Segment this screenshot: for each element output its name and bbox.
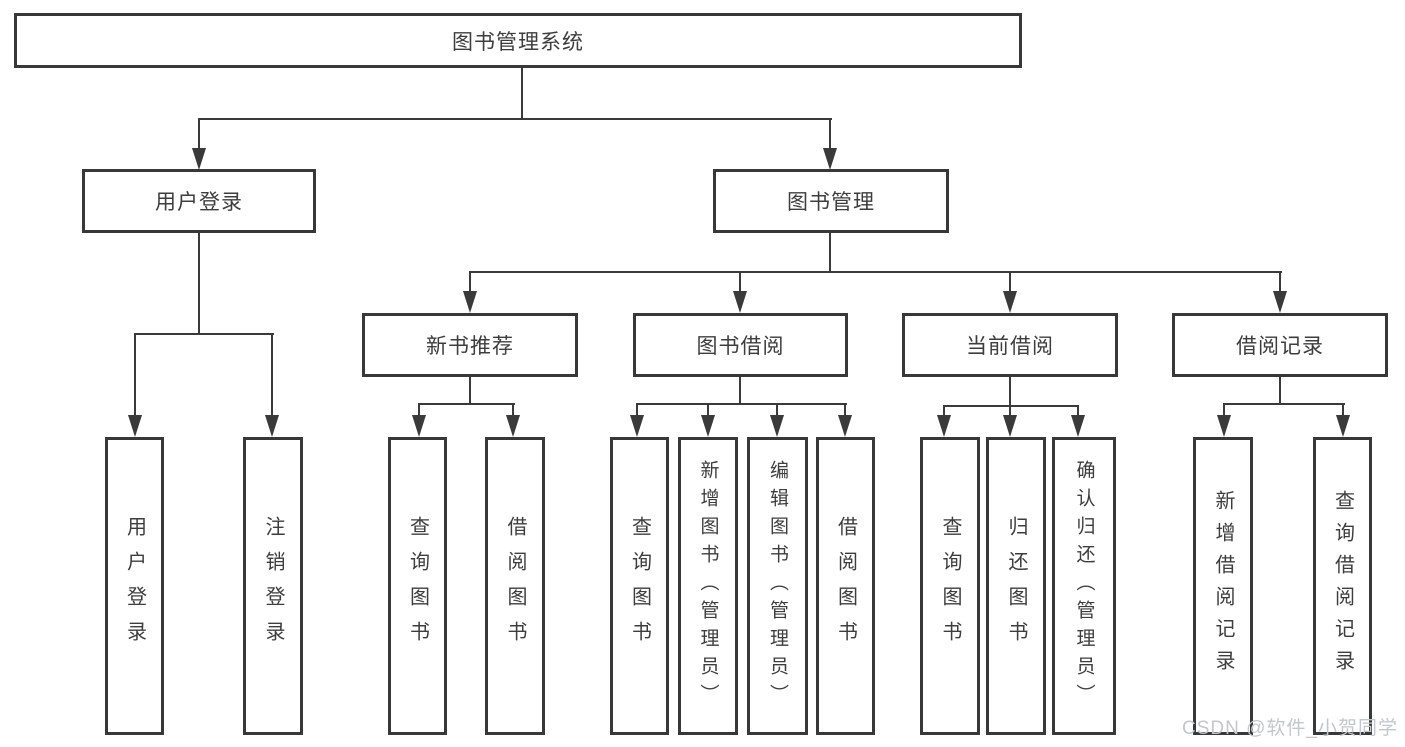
node-label: 借阅图书 <box>504 516 526 656</box>
connector-arrow-stem <box>636 403 638 417</box>
arrow-down-icon <box>1003 415 1017 437</box>
connector-horizontal-line <box>198 118 832 120</box>
arrow-down-icon <box>1071 415 1085 437</box>
connector-horizontal-line <box>134 333 274 335</box>
csdn-watermark: CSDN @软件_小贺同学 <box>1182 718 1398 739</box>
arrow-down-icon <box>770 415 784 437</box>
arrow-down-icon <box>506 415 520 437</box>
arrow-down-icon <box>733 291 747 313</box>
node-leaf-borrow-books-borrowing: 借阅图书 <box>816 437 875 735</box>
arrow-down-icon <box>630 415 644 437</box>
connector-horizontal-line <box>636 403 847 405</box>
node-new-book-recommendation: 新书推荐 <box>362 313 578 377</box>
connector-arrow-stem <box>512 403 514 417</box>
node-label: 借阅图书 <box>834 516 857 656</box>
connector-arrow-stem <box>469 271 471 293</box>
node-user-login: 用户登录 <box>82 169 316 233</box>
arrow-down-icon <box>1003 291 1017 313</box>
connector-arrow-stem <box>1077 405 1079 417</box>
connector-arrow-stem <box>844 403 846 417</box>
arrow-down-icon <box>412 415 426 437</box>
connector-arrow-stem <box>739 271 741 293</box>
node-leaf-borrow-books-recommend: 借阅图书 <box>485 437 545 735</box>
connector-arrow-stem <box>1223 403 1225 417</box>
connector-vertical-line <box>1009 375 1011 407</box>
connector-vertical-line <box>829 231 831 273</box>
connector-vertical-line <box>521 66 523 120</box>
connector-arrow-stem <box>707 403 709 417</box>
connector-vertical-line <box>1279 375 1281 405</box>
arrow-down-icon <box>463 291 477 313</box>
connector-arrow-stem <box>829 118 831 150</box>
node-borrowing-records: 借阅记录 <box>1172 313 1388 377</box>
arrow-down-icon <box>838 415 852 437</box>
node-label: 新增图书（管理员） <box>697 460 719 712</box>
node-leaf-confirm-return-admin: 确认归还（管理员） <box>1052 437 1116 735</box>
node-leaf-add-borrow-record: 新增借阅记录 <box>1193 437 1253 735</box>
connector-horizontal-line <box>1223 403 1345 405</box>
node-current-borrowing: 当前借阅 <box>902 313 1118 377</box>
node-leaf-edit-book-admin: 编辑图书（管理员） <box>747 437 808 735</box>
connector-arrow-stem <box>1279 271 1281 293</box>
connector-arrow-stem <box>1342 403 1344 417</box>
node-label: 借阅记录 <box>1236 335 1324 358</box>
node-label: 图书借阅 <box>696 335 785 358</box>
node-leaf-return-book: 归还图书 <box>986 437 1046 735</box>
arrow-down-icon <box>823 148 837 170</box>
node-label: 查询图书 <box>406 516 429 656</box>
connector-arrow-stem <box>943 405 945 417</box>
arrow-down-icon <box>701 415 715 437</box>
arrow-down-icon <box>192 148 206 170</box>
node-leaf-query-borrow-record: 查询借阅记录 <box>1313 437 1372 735</box>
node-label: 编辑图书（管理员） <box>767 460 788 712</box>
arrow-down-icon <box>937 415 951 437</box>
node-book-borrowing: 图书借阅 <box>633 313 848 377</box>
node-label: 查询图书 <box>628 516 651 656</box>
connector-arrow-stem <box>198 118 200 150</box>
node-leaf-query-books-current: 查询图书 <box>920 437 980 735</box>
arrow-down-icon <box>1273 291 1287 313</box>
node-label: 图书管理系统 <box>452 30 584 54</box>
connector-arrow-stem <box>418 403 420 417</box>
connector-vertical-line <box>198 231 200 335</box>
connector-arrow-stem <box>271 333 273 417</box>
node-label: 确认归还（管理员） <box>1073 460 1095 712</box>
node-leaf-query-books-recommend: 查询图书 <box>388 437 447 735</box>
node-label: 用户登录 <box>155 191 243 214</box>
connector-horizontal-line <box>418 403 515 405</box>
node-label: 新增借阅记录 <box>1212 490 1234 682</box>
node-label: 注销登录 <box>262 516 284 656</box>
node-leaf-add-book-admin: 新增图书（管理员） <box>678 437 738 735</box>
connector-vertical-line <box>739 375 741 405</box>
node-label: 用户登录 <box>123 516 146 656</box>
node-label: 查询图书 <box>939 516 961 656</box>
node-book-management: 图书管理 <box>713 169 949 233</box>
node-label: 新书推荐 <box>426 335 514 358</box>
connector-vertical-line <box>469 375 471 405</box>
node-leaf-user-login: 用户登录 <box>105 437 164 735</box>
arrow-down-icon <box>265 415 279 437</box>
node-leaf-logout: 注销登录 <box>243 437 303 735</box>
node-label: 查询借阅记录 <box>1331 490 1354 682</box>
node-label: 当前借阅 <box>966 335 1054 358</box>
node-label: 图书管理 <box>787 191 875 214</box>
connector-arrow-stem <box>776 403 778 417</box>
node-leaf-query-books-borrowing: 查询图书 <box>610 437 669 735</box>
node-library-management-system: 图书管理系统 <box>14 13 1022 68</box>
connector-horizontal-line <box>469 271 1282 273</box>
node-label: 归还图书 <box>1005 516 1027 656</box>
connector-arrow-stem <box>134 333 136 417</box>
arrow-down-icon <box>1217 415 1231 437</box>
connector-arrow-stem <box>1009 405 1011 417</box>
arrow-down-icon <box>128 415 142 437</box>
connector-arrow-stem <box>1009 271 1011 293</box>
connector-horizontal-line <box>943 405 1079 407</box>
arrow-down-icon <box>1336 415 1350 437</box>
